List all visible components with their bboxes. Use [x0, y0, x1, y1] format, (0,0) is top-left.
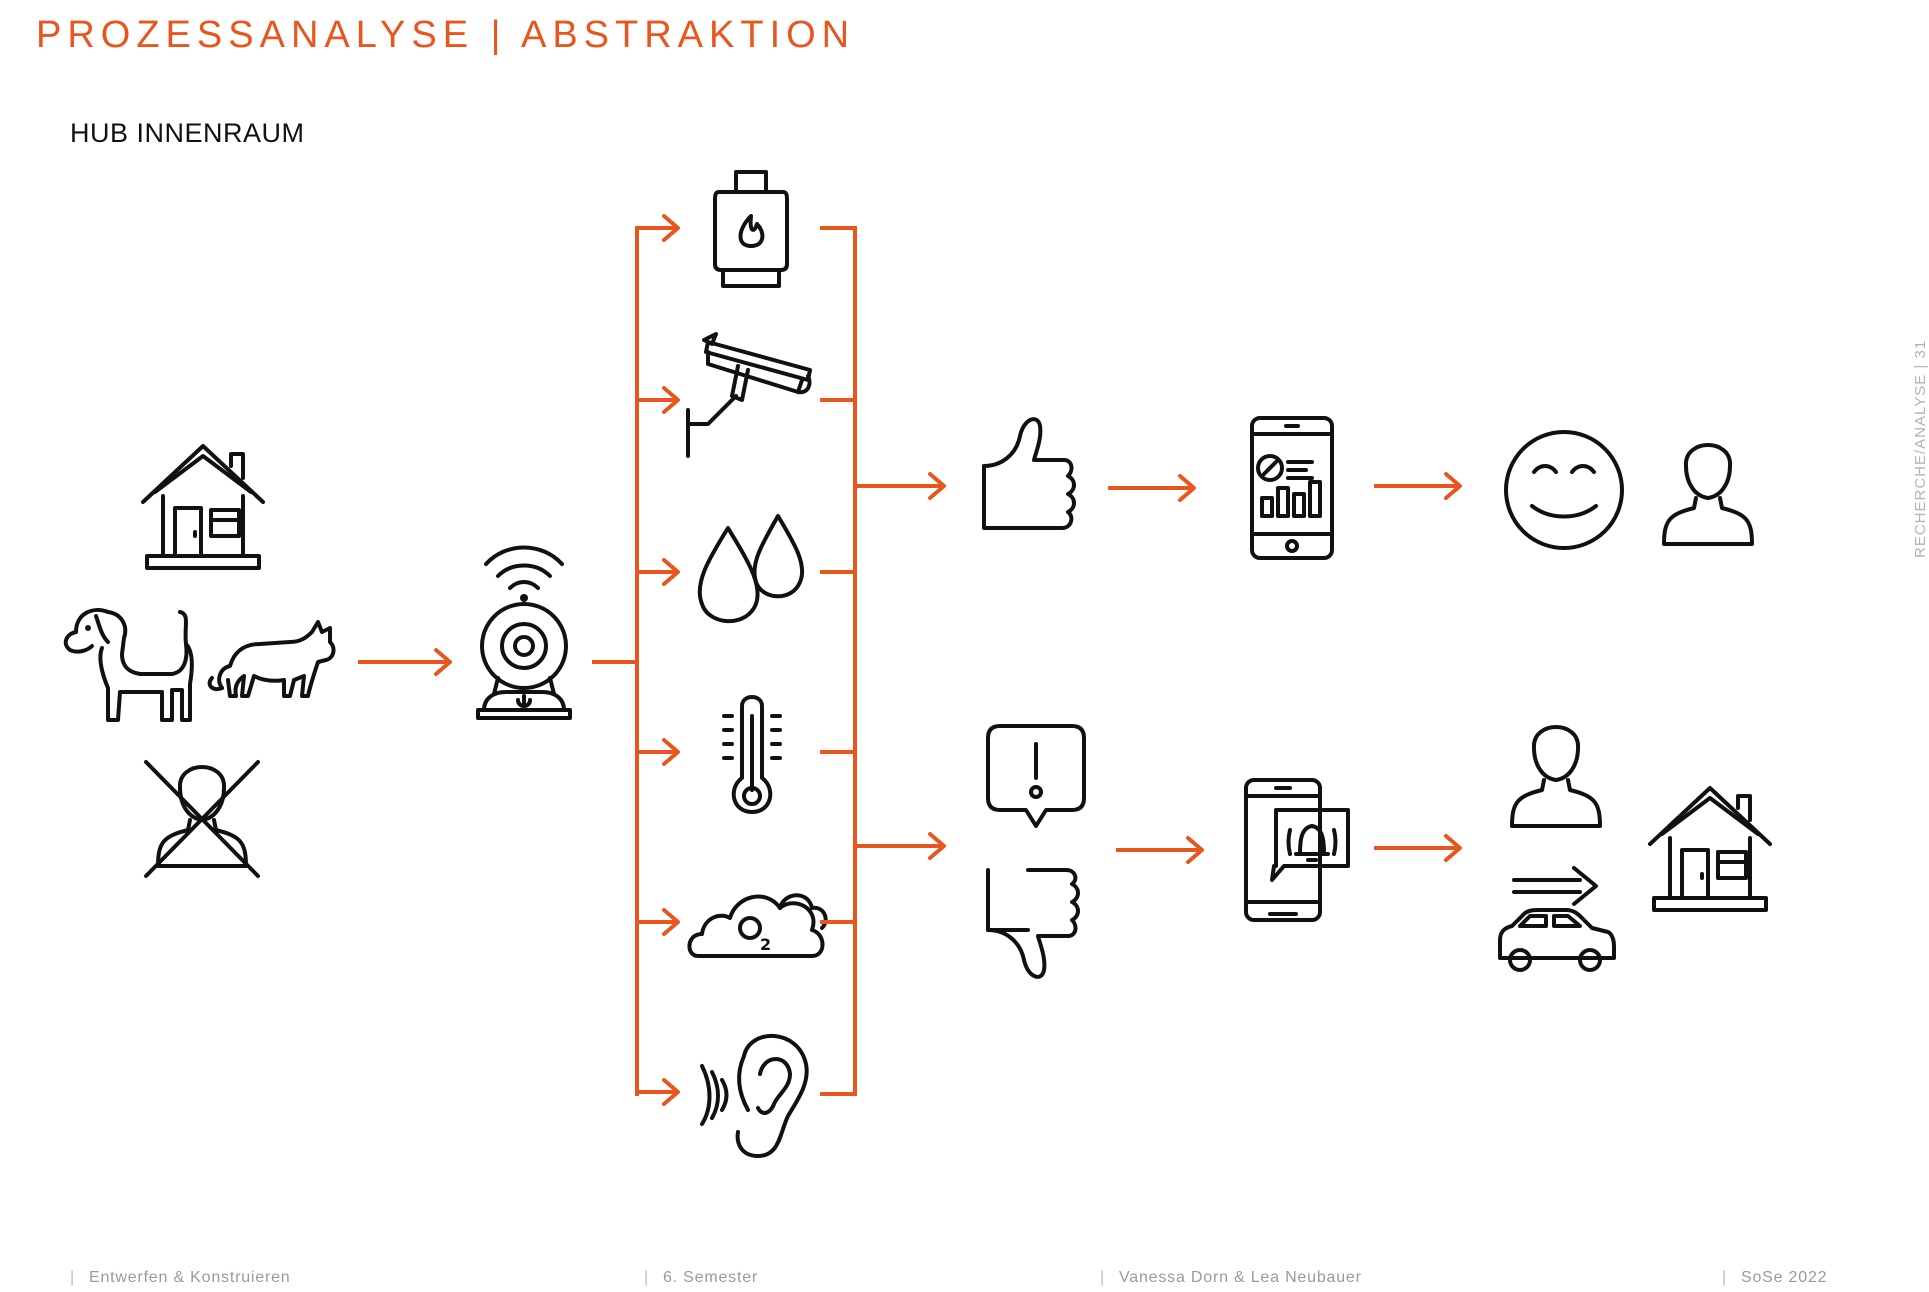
sensor-collection-lines	[820, 226, 946, 1096]
phone-to-outcome-arrow	[1374, 834, 1462, 862]
footer-authors-text: Vanessa Dorn & Lea Neubauer	[1118, 1269, 1362, 1286]
footer-course-text: Entwerfen & Konstruieren	[88, 1269, 291, 1286]
footer-authors: |Vanessa Dorn & Lea Neubauer	[1100, 1269, 1362, 1286]
security-camera-icon	[686, 332, 812, 458]
phone-stats-icon	[1250, 416, 1334, 560]
footer-course: |Entwerfen & Konstruieren	[70, 1269, 291, 1286]
side-label: RECHERCHE/ANALYSE | 31	[1912, 339, 1929, 558]
footer-semester: |6. Semester	[644, 1269, 759, 1286]
phone-to-smiley-arrow	[1374, 472, 1462, 500]
water-drops-icon	[697, 514, 805, 624]
smart-camera-hub-icon	[476, 545, 572, 720]
footer-term-text: SoSe 2022	[1740, 1269, 1828, 1286]
thumbs-up-to-phone-arrow	[1108, 474, 1196, 502]
dog-icon	[63, 608, 194, 722]
smiley-icon	[1504, 430, 1624, 550]
cloud-o2-icon: 2	[687, 893, 828, 958]
house-icon	[141, 444, 265, 570]
ear-sound-icon	[700, 1033, 809, 1158]
alert-bubble-icon	[986, 724, 1086, 828]
house-icon	[1648, 786, 1772, 912]
phone-alarm-icon	[1244, 778, 1350, 922]
person-icon	[1662, 443, 1754, 546]
car-arrow-icon	[1498, 866, 1616, 972]
svg-text:2: 2	[760, 935, 771, 954]
thumbs-up-icon	[982, 417, 1076, 530]
person-crossed-icon	[144, 760, 260, 878]
thermometer-icon	[722, 695, 782, 814]
input-to-hub-arrow	[358, 648, 452, 676]
person-icon	[1510, 725, 1602, 828]
cat-icon	[207, 620, 336, 698]
footer-term: |SoSe 2022	[1722, 1269, 1828, 1286]
alert-to-phone-arrow	[1116, 836, 1204, 864]
gas-bottle-icon	[713, 170, 789, 288]
thumbs-down-icon	[986, 868, 1080, 979]
page-title: PROZESSANALYSE | ABSTRAKTION	[36, 14, 856, 56]
footer-semester-text: 6. Semester	[662, 1269, 759, 1286]
sensor-distribution-lines	[592, 214, 680, 1106]
section-subtitle: HUB INNENRAUM	[70, 118, 305, 148]
